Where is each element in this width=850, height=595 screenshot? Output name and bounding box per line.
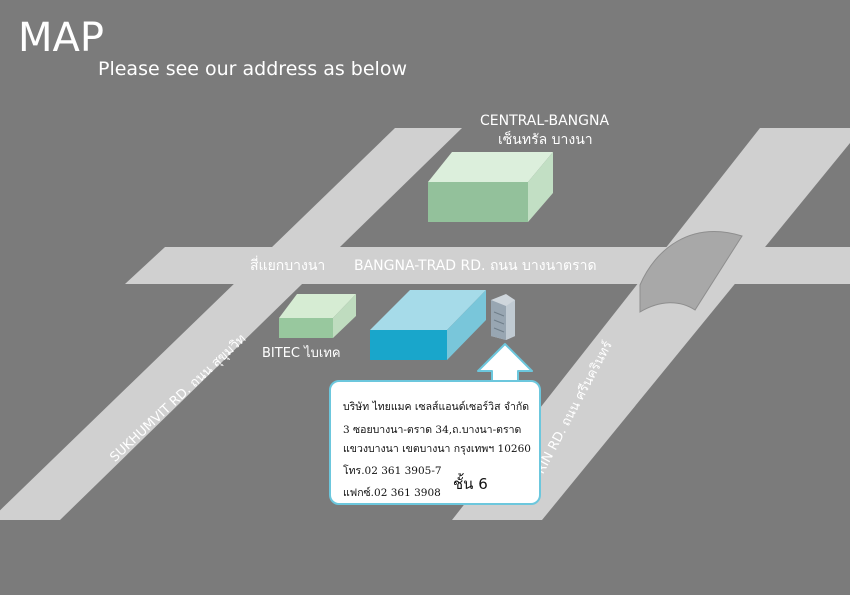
phone-number: โทร.02 361 3905-7 [343, 465, 442, 477]
bangna-trad-road-label: BANGNA-TRAD RD. ถนน บางนาตราด [354, 258, 597, 274]
floor-label: ชั้น 6 [453, 475, 488, 493]
srinakarin-road [452, 128, 850, 520]
company-name: บริษัท ไทยแมค เซลส์แอนด์เซอร์วิส จำกัด [343, 401, 530, 413]
central-bangna-label-en: CENTRAL-BANGNA [480, 113, 610, 129]
address-street: 3 ซอยบางนา-ตราด 34,ถ.บางนา-ตราด [343, 424, 522, 436]
office-building-side [447, 290, 486, 360]
central-bangna-label-th: เซ็นทรัล บางนา [498, 132, 593, 148]
bitec-building-side [333, 294, 356, 338]
bitec-building-front [279, 318, 333, 338]
bangna-intersection-label: สี่แยกบางนา [250, 258, 326, 274]
office-tower-icon [491, 294, 515, 340]
bitec-building-top [279, 294, 356, 318]
central-bangna-building-top [428, 152, 553, 182]
callout-arrow-icon [477, 343, 533, 385]
address-callout: บริษัท ไทยแมค เซลส์แอนด์เซอร์วิส จำกัด 3… [329, 380, 541, 505]
bitec-label: BITEC ไบเทค [262, 346, 341, 361]
flyover-bridge [639, 231, 743, 313]
central-bangna-building-front [428, 182, 528, 222]
page-subtitle: Please see our address as below [98, 58, 407, 80]
central-bangna-building-side [528, 152, 553, 222]
office-building-top [370, 290, 486, 330]
address-district: แขวงบางนา เขตบางนา กรุงเทพฯ 10260 [343, 443, 531, 455]
page-title: MAP [18, 15, 104, 61]
sukhumvit-road [0, 128, 462, 520]
office-building-front [370, 330, 447, 360]
fax-number: แฟกซ์.02 361 3908 [343, 487, 441, 499]
